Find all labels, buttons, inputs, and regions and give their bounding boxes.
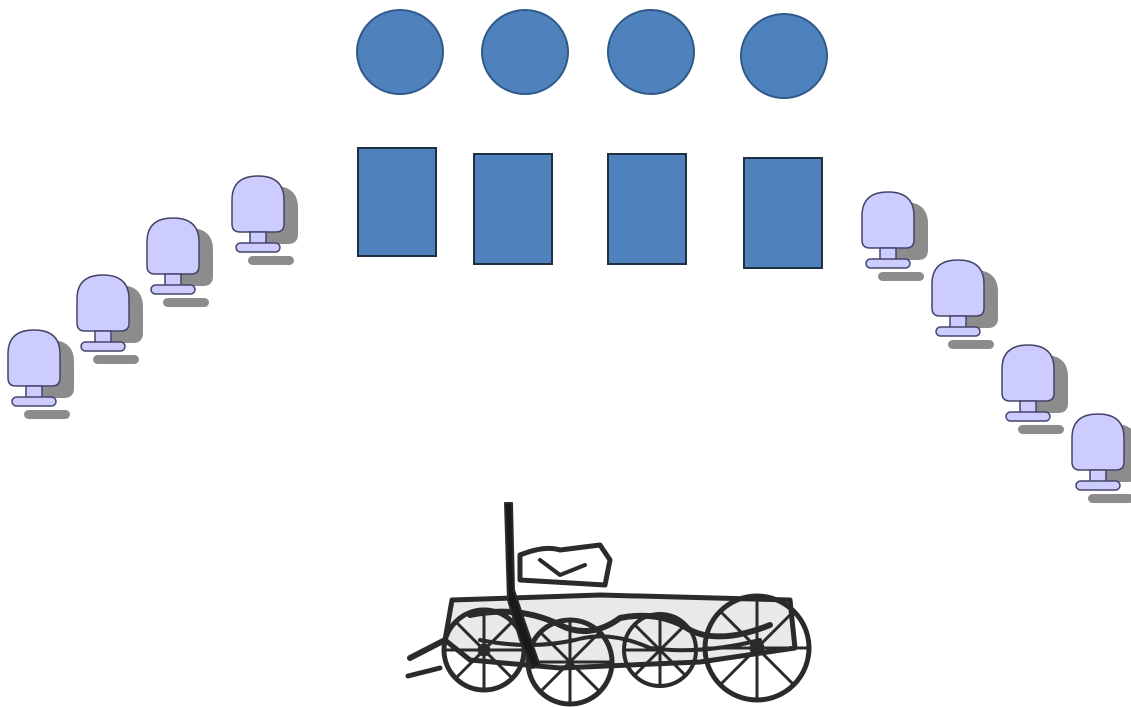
office-chair-icon [77, 275, 143, 364]
office-chair-icon [232, 176, 298, 265]
desk-rectangle-icon [608, 154, 686, 264]
desks-row [358, 148, 822, 268]
person-circle-icon [608, 10, 694, 94]
office-chair-icon [932, 260, 998, 349]
people-row [357, 10, 827, 98]
chairs-right-arc [862, 192, 1131, 503]
desk-rectangle-icon [744, 158, 822, 268]
person-circle-icon [482, 10, 568, 94]
office-chair-icon [1002, 345, 1068, 434]
covered-wagon-with-rifle-icon [408, 503, 809, 704]
office-chair-icon [1072, 414, 1131, 503]
office-chair-icon [147, 218, 213, 307]
chairs-left-arc [8, 176, 298, 419]
office-chair-icon [862, 192, 928, 281]
desk-rectangle-icon [474, 154, 552, 264]
office-chair-icon [8, 330, 74, 419]
person-circle-icon [357, 10, 443, 94]
person-circle-icon [741, 14, 827, 98]
desk-rectangle-icon [358, 148, 436, 256]
